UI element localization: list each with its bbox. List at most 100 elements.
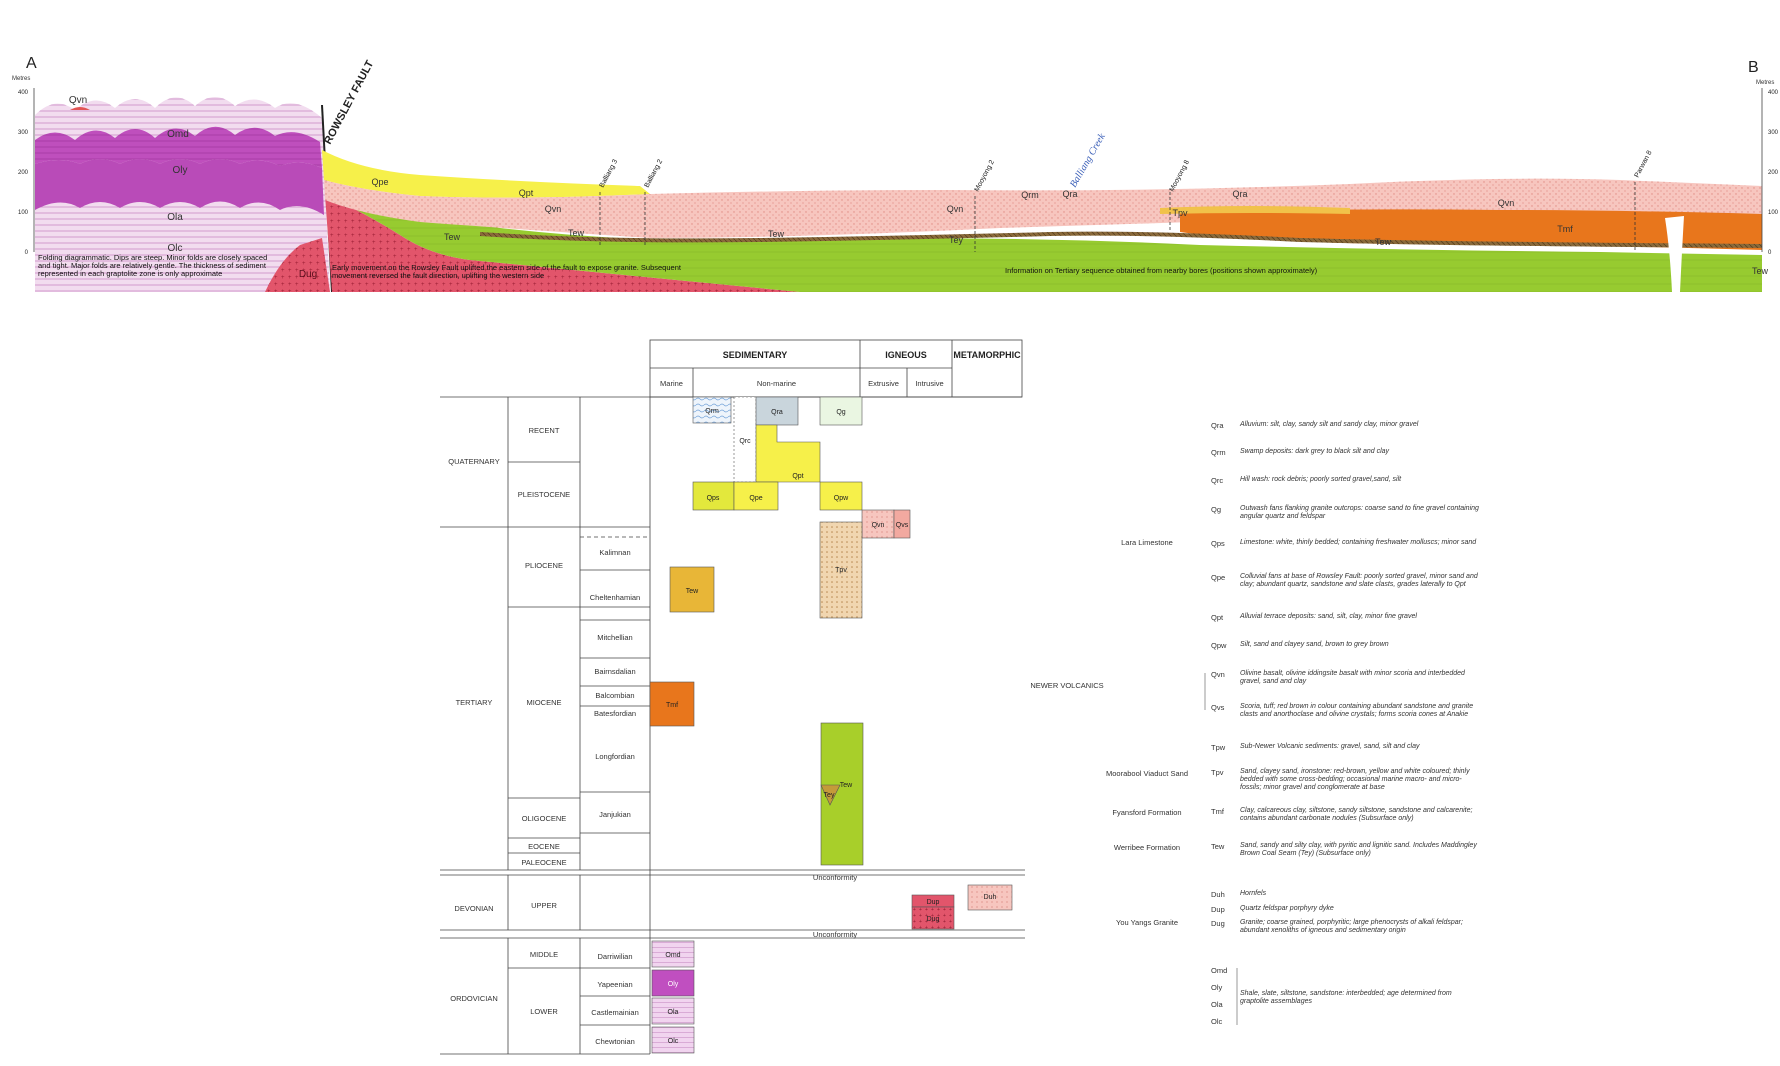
legend-box-label: Tey <box>824 792 835 799</box>
stage-label: Chewtonian <box>595 1037 635 1046</box>
legend-code: Qvs <box>1211 703 1225 712</box>
unconformity-label-upper: Unconformity <box>812 873 858 882</box>
legend-description: Alluvial terrace deposits: sand, silt, c… <box>1240 613 1417 620</box>
box-duh <box>967 884 1013 911</box>
unit-dug-east <box>325 195 800 292</box>
legend-box-label: Oly <box>668 981 679 988</box>
legend-boxes <box>649 396 1013 1054</box>
stage-label: Batesfordian <box>593 709 637 718</box>
box-qrc <box>755 396 799 426</box>
legend-description: Shale, slate, siltstone, sandstone: inte… <box>1240 990 1452 1005</box>
stage-label: Janjukian <box>599 810 631 819</box>
epoch-label: MIDDLE <box>529 950 559 959</box>
legend-description: Granite; coarse grained, porphyritic; la… <box>1240 919 1463 934</box>
box-qrm <box>692 396 732 424</box>
header-metamorphic: METAMORPHIC <box>953 350 1021 360</box>
legend-code: Tew <box>1211 842 1225 851</box>
legend-code: Olc <box>1211 1017 1223 1026</box>
section-unit-label: Tey <box>949 235 964 245</box>
header-sedimentary: SEDIMENTARY <box>722 350 788 360</box>
box-oly <box>651 969 695 997</box>
legend-description: Quartz feldspar porphyry dyke <box>1240 905 1334 912</box>
stage-label: Yapeenian <box>597 980 633 989</box>
legend-box-label: Qvn <box>872 522 885 529</box>
unit-tew-green <box>325 195 1762 292</box>
legend-code: Qps <box>1211 539 1225 548</box>
legend-description: Alluvium: silt, clay, sandy silt and san… <box>1240 421 1419 428</box>
box-qvn <box>861 509 895 539</box>
section-unit-label: Qpt <box>519 188 534 198</box>
legend-description: Silt, sand and clayey sand, brown to gre… <box>1240 641 1389 648</box>
unit-qvn-basalt <box>324 178 1762 238</box>
box-qpw <box>819 481 863 511</box>
stage-label: Balcombian <box>595 691 635 700</box>
period-label: ORDOVICIAN <box>450 994 498 1003</box>
epoch-label: MIOCENE <box>526 698 562 707</box>
stage-label: Cheltenhamian <box>589 593 641 602</box>
formation-label: Werribee Formation <box>1113 843 1181 852</box>
unit-tpv-sliver <box>1160 206 1350 214</box>
section-unit-label: Tmf <box>1557 224 1573 234</box>
stage-label: Longfordian <box>595 752 635 761</box>
stage-label: Mitchellian <box>597 633 633 642</box>
subheader-nonmarine: Non-marine <box>756 379 797 388</box>
legend-box-label: Omd <box>665 952 680 959</box>
tick-label-left: 300 <box>18 130 29 136</box>
section-unit-label: Dug <box>299 269 317 280</box>
box-omd <box>651 940 695 968</box>
bore-label: Balliang 3 <box>599 158 620 189</box>
epoch-label: PLEISTOCENE <box>517 490 571 499</box>
unit-oly-band <box>35 159 324 215</box>
legend-box-label: Dup <box>927 899 940 906</box>
valley-cut <box>1665 216 1684 292</box>
box-tmf <box>649 681 695 727</box>
bore-label: Parwan 8 <box>1634 149 1654 178</box>
legend-description: Swamp deposits: dark grey to black silt … <box>1240 448 1390 455</box>
bore-label: Mooyong 8 <box>1169 159 1191 193</box>
formation-label: Fyansford Formation <box>1112 808 1182 817</box>
legend-code: Qpt <box>1211 613 1224 622</box>
legend-code: Tmf <box>1211 807 1224 816</box>
legend-code: Qpw <box>1211 641 1227 650</box>
tick-label-right: 0 <box>1768 250 1772 256</box>
stage-label: Bairnsdalian <box>594 667 636 676</box>
legend-box-label: Qvs <box>896 522 909 529</box>
unit-qpe-yellow <box>322 150 650 198</box>
section-unit-label: Tew <box>768 229 785 239</box>
stage-label: Darriwilian <box>597 952 633 961</box>
formation-label: You Yangs Granite <box>1116 918 1178 927</box>
box-tpv <box>669 566 715 613</box>
bore-label: Mooyong 2 <box>974 159 996 193</box>
unit-qvn-cap <box>70 107 90 110</box>
section-unit-label: Tpv <box>1172 208 1188 218</box>
legend-code: Duh <box>1211 890 1225 899</box>
formation-label: NEWER VOLCANICS <box>1030 681 1104 690</box>
stage-label: Castlemainian <box>591 1008 639 1017</box>
box-olc <box>651 1026 695 1054</box>
subheader-intrusive: Intrusive <box>915 379 944 388</box>
period-label: QUATERNARY <box>448 457 500 466</box>
box-tey <box>820 784 841 806</box>
tick-label-right: 300 <box>1768 130 1779 136</box>
section-unit-label: Omd <box>167 129 189 140</box>
creek-label: Balliang Creek <box>1068 131 1108 189</box>
legend-box-label: Olc <box>668 1038 679 1045</box>
legend-code: Ola <box>1211 1000 1223 1009</box>
section-unit-label: Oly <box>173 165 188 176</box>
legend-box-label: Duh <box>984 894 997 901</box>
unit-tey-coal <box>480 231 1762 248</box>
legend-code: Dup <box>1211 905 1225 914</box>
section-unit-label: Qvn <box>947 204 964 214</box>
header-igneous: IGNEOUS <box>885 350 927 360</box>
legend-code: Qg <box>1211 505 1222 514</box>
box-ola <box>651 997 695 1025</box>
legend-box-label: Tew <box>840 782 853 789</box>
end-label-b: B <box>1748 59 1759 76</box>
section-unit-label: Qra <box>1232 189 1247 199</box>
subheader-marine: Marine <box>660 379 683 388</box>
legend-box-label: Tew <box>686 588 699 595</box>
